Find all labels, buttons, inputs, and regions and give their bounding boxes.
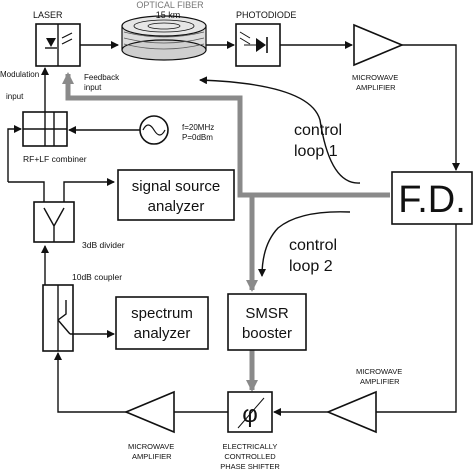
phase-shifter-label-3: PHASE SHIFTER <box>220 462 280 471</box>
rf-lf-combiner-label: RF+LF combiner <box>23 154 87 164</box>
optical-fiber-label: OPTICAL FIBER <box>136 0 204 10</box>
phase-shifter-label-2: CONTROLLED <box>224 452 276 461</box>
fd-label: F.D. <box>398 179 466 221</box>
microwave-amp-top-label-1: MICROWAVE <box>352 73 398 82</box>
phase-shifter-label-1: ELECTRICALLY <box>223 442 278 451</box>
signal-source-analyzer-label-2: analyzer <box>148 198 205 215</box>
frequency-discriminator-block <box>391 171 473 225</box>
control-loop-1-arrow <box>199 76 361 184</box>
microwave-amplifier-left <box>123 390 175 434</box>
smsr-booster-label-1: SMSR <box>245 305 289 322</box>
spectrum-analyzer-label-2: analyzer <box>134 325 191 342</box>
rf-lf-combiner <box>22 111 68 147</box>
divider-3db-block <box>33 201 75 243</box>
microwave-amplifier-right <box>325 390 377 434</box>
control-loop-2-label-a: control <box>289 237 337 254</box>
coupler-10db-block <box>42 284 74 352</box>
microwave-amp-left-label-2: AMPLIFIER <box>132 452 172 461</box>
laser-block <box>35 23 81 67</box>
sine-wave-icon <box>142 124 166 136</box>
spectrum-analyzer-block <box>115 296 209 350</box>
microwave-amp-right-label-2: AMPLIFIER <box>360 377 400 386</box>
control-loop-1-label-b: loop 1 <box>294 143 338 160</box>
feedback-path-to-laser <box>62 72 390 198</box>
photodiode-label: PHOTODIODE <box>236 10 296 20</box>
phase-shifter-block <box>227 391 273 433</box>
feedback-input-label-2: input <box>84 83 102 92</box>
fiber-spool <box>121 15 207 61</box>
spectrum-analyzer-label-1: spectrum <box>131 305 193 322</box>
control-loop-2-label-b: loop 2 <box>289 258 333 275</box>
smsr-booster-label-2: booster <box>242 325 292 342</box>
smsr-booster-block <box>227 293 307 351</box>
control-loop-2-arrow <box>258 211 351 277</box>
microwave-amp-left-label-1: MICROWAVE <box>128 442 174 451</box>
signal-source-analyzer-block <box>117 169 235 221</box>
feedback-input-label-1: Feedback <box>84 73 120 82</box>
power-label: P=0dBm <box>182 133 213 142</box>
coupler-10db-label: 10dB coupler <box>72 272 122 282</box>
microwave-amp-right-label-1: MICROWAVE <box>356 367 402 376</box>
microwave-amp-top-label-2: AMPLIFIER <box>356 83 396 92</box>
phase-arrow-icon <box>237 397 265 429</box>
divider-3db-label: 3dB divider <box>82 240 125 250</box>
signal-source-analyzer-label-1: signal source <box>132 178 220 195</box>
laser-label: LASER <box>33 10 63 20</box>
modulation-input-label-2: input <box>6 92 24 101</box>
control-loop-1-label-a: control <box>294 122 342 139</box>
frequency-label: f=20MHz <box>182 123 214 132</box>
microwave-amplifier-top <box>353 23 405 67</box>
modulation-input-label-1: Modulation <box>0 70 39 79</box>
fiber-length-label: 15 km <box>156 10 181 20</box>
photodiode-block <box>235 23 281 67</box>
